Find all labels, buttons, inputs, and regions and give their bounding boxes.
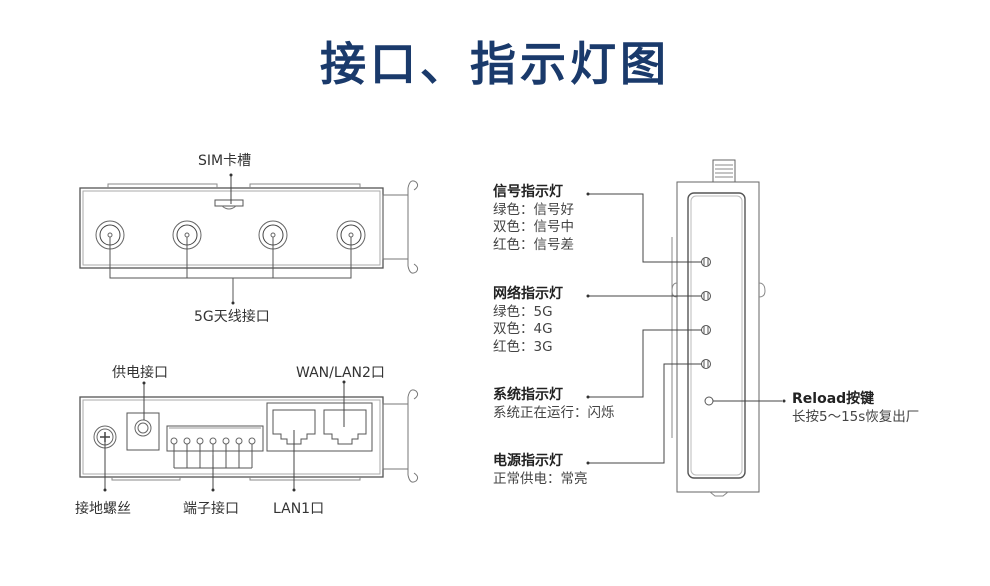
signal-indicator-line: 红色：信号差 [493,236,574,253]
antenna-connectors [95,220,366,250]
page-title: 接口、指示灯图 [320,37,670,91]
terminal-block-icon [166,425,264,452]
front-view-device [79,380,419,492]
power-indicator-block: 电源指示灯 正常供电：常亮 [493,453,588,488]
terminal-pin [209,437,217,445]
antenna-port-label: 5G天线接口 [194,309,270,325]
system-indicator-line: 系统正在运行：闪烁 [493,404,615,421]
system-indicator-block: 系统指示灯 系统正在运行：闪烁 [493,387,615,422]
network-indicator-block: 网络指示灯 绿色：5G 双色：4G 红色：3G [493,286,563,356]
sim-slot-label: SIM卡槽 [198,153,252,169]
lan1-port-label: LAN1口 [273,501,325,517]
terminal-pin [235,437,243,445]
reload-button-desc: 长按5～15s恢复出厂 [792,408,920,425]
network-indicator-line: 红色：3G [493,338,553,355]
signal-indicator-line: 双色：信号中 [493,219,574,235]
signal-indicator-block: 信号指示灯 绿色：信号好 双色：信号中 红色：信号差 [493,184,574,254]
terminal-pin [248,437,256,445]
wan-lan2-port-label: WAN/LAN2口 [296,365,385,381]
led-indicator-icon [701,359,711,369]
ground-screw-label: 接地螺丝 [75,501,131,517]
reload-button-block: Reload按键 长按5～15s恢复出厂 [792,391,919,426]
side-view-device [586,159,786,497]
terminal-pin [183,437,191,445]
power-jack-icon [126,412,160,451]
rj45-lan1-icon [272,409,316,445]
reload-button-title: Reload按键 [792,391,875,407]
terminal-pin [222,437,230,445]
top-view-device [79,173,419,305]
power-port-label: 供电接口 [112,365,168,381]
terminal-pin [170,437,178,445]
terminal-pin [196,437,204,445]
led-indicator-icon [701,257,711,267]
network-indicator-title: 网络指示灯 [493,286,563,302]
led-indicator-icon [701,291,711,301]
rj45-wan-lan2-icon [323,409,367,445]
led-indicator-icon [701,325,711,335]
signal-indicator-line: 绿色：信号好 [493,201,574,218]
power-indicator-title: 电源指示灯 [493,453,563,469]
network-indicator-line: 双色：4G [493,321,553,337]
network-indicator-line: 绿色：5G [493,303,553,320]
system-indicator-title: 系统指示灯 [493,387,563,403]
signal-indicator-title: 信号指示灯 [493,184,563,200]
power-indicator-line: 正常供电：常亮 [493,470,588,487]
terminal-port-label: 端子接口 [183,501,239,517]
